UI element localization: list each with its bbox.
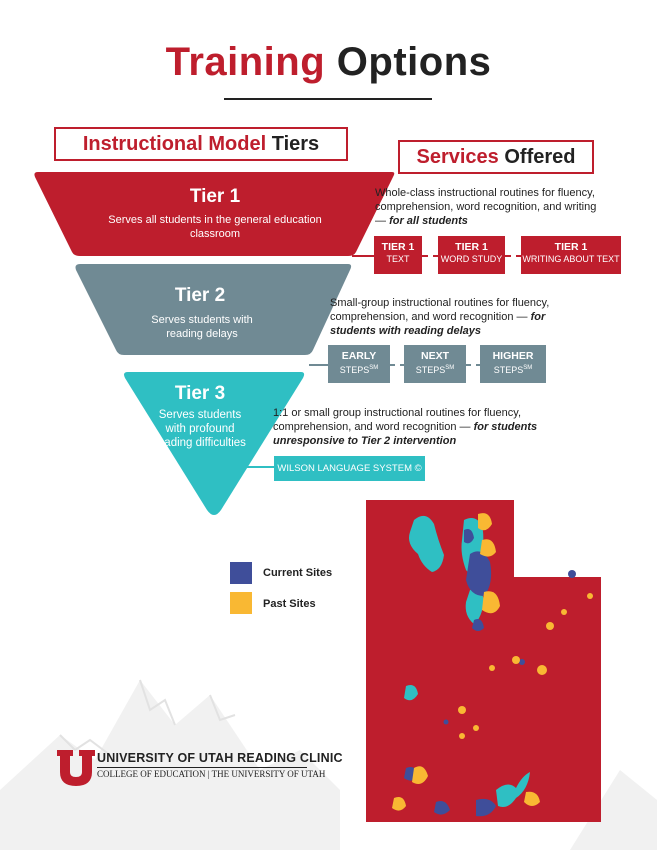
yellow-site	[473, 725, 479, 731]
service-box-sub: WORD STUDY	[440, 254, 503, 264]
service-box-sub: STEPS	[493, 365, 524, 375]
tier2-description: Serves students with reading delays	[151, 314, 253, 340]
yellow-site	[546, 622, 554, 630]
yellow-site	[587, 593, 593, 599]
yellow-region	[392, 797, 406, 811]
title-rest: Options	[336, 40, 492, 84]
legend-past-swatch	[230, 592, 252, 614]
legend-current-swatch	[230, 562, 252, 584]
navy-site	[568, 570, 576, 578]
tier1-word-study-box: TIER 1 WORD STUDY	[438, 236, 505, 274]
service-mark: SM	[523, 365, 533, 371]
yellow-site	[459, 733, 465, 739]
tier3-title: Tier 3	[174, 383, 226, 404]
yellow-region	[482, 591, 500, 614]
mountains-background	[0, 679, 657, 850]
service-box-sub: STEPS	[339, 365, 370, 375]
service-box-sub: TEXT	[386, 254, 410, 264]
navy-region	[476, 798, 496, 817]
navy-region	[464, 529, 474, 544]
tier2-band	[75, 264, 352, 355]
model-tiers-heading: Instructional Model Tiers	[54, 127, 348, 161]
service-box-sub: STEPS	[415, 365, 446, 375]
college-name: COLLEGE OF EDUCATION | THE UNIVERSITY OF…	[97, 769, 326, 779]
tier1-description: Serves all students in the general educa…	[108, 214, 322, 240]
services-offered-heading: Services Offered	[398, 140, 594, 174]
model-heading-rest: Tiers	[271, 133, 320, 155]
service-box-title: NEXT	[420, 350, 449, 362]
services-heading-rest: Offered	[504, 146, 576, 168]
tier3-desc-emphasis: for students unresponsive to Tier 2 inte…	[273, 421, 538, 447]
title-accent: Training	[165, 40, 326, 84]
service-box-title: EARLY	[341, 350, 377, 362]
page-title: Training Options	[0, 40, 657, 85]
yellow-region	[480, 539, 496, 557]
navy-site	[443, 719, 449, 725]
service-box-title: HIGHER	[492, 350, 534, 362]
yellow-site	[458, 706, 466, 714]
legend-current-label: Current Sites	[263, 567, 333, 579]
tier1-desc-emphasis: for all students	[389, 215, 468, 227]
connector-dash	[511, 255, 516, 257]
connector-dash	[428, 255, 433, 257]
teal-region	[496, 772, 530, 807]
service-mark: SM	[445, 365, 455, 371]
yellow-region	[524, 791, 540, 806]
tier3-desc-text: 1:1 or small group instructional routine…	[273, 407, 522, 433]
service-box-title: TIER 1	[455, 241, 488, 253]
tier2-title: Tier 2	[174, 285, 226, 306]
tier1-title: Tier 1	[189, 186, 241, 207]
logo-divider	[97, 767, 307, 768]
service-mark: SM	[369, 365, 379, 371]
yellow-region	[412, 766, 428, 784]
tier1-desc-text: Whole-class instructional routines for f…	[375, 187, 597, 227]
legend-past-label: Past Sites	[263, 598, 316, 610]
utah-state-shape	[366, 500, 601, 822]
service-box-sub: WRITING ABOUT TEXT	[522, 254, 620, 264]
tier2-desc-text: Small-group instructional routines for f…	[330, 297, 550, 323]
university-u-logo	[57, 750, 95, 786]
teal-region	[404, 685, 418, 701]
tier3-services-description: 1:1 or small group instructional routine…	[273, 406, 543, 448]
teal-region	[465, 588, 484, 624]
navy-site	[519, 659, 525, 665]
title-underline	[224, 98, 432, 100]
services-heading-accent: Services	[416, 146, 499, 168]
tier3-description: Serves students with profound reading di…	[154, 409, 246, 449]
yellow-region	[478, 513, 492, 531]
tier3-band	[124, 372, 305, 515]
yellow-site	[512, 656, 520, 664]
tier1-writing-box: TIER 1 WRITING ABOUT TEXT	[521, 236, 621, 274]
connector-dash	[471, 364, 476, 366]
teal-region	[409, 515, 444, 572]
tier-funnel	[34, 172, 395, 515]
navy-region	[472, 619, 484, 631]
higher-steps-box: HIGHER STEPSSM	[480, 345, 546, 383]
connector-dash	[395, 364, 400, 366]
early-steps-box: EARLY STEPSSM	[328, 345, 390, 383]
navy-region	[434, 801, 450, 815]
tier1-band	[34, 172, 395, 256]
service-box-title: TIER 1	[381, 241, 415, 253]
yellow-site	[537, 665, 547, 675]
navy-region	[466, 551, 492, 596]
clinic-name: UNIVERSITY OF UTAH READING CLINIC	[97, 751, 343, 765]
yellow-site	[489, 665, 495, 671]
model-heading-accent: Instructional Model	[82, 133, 267, 155]
tier1-text-box: TIER 1 TEXT	[374, 236, 422, 274]
tier1-services-description: Whole-class instructional routines for f…	[375, 186, 610, 228]
service-box-title: TIER 1	[554, 241, 588, 253]
tier2-services-description: Small-group instructional routines for f…	[330, 296, 580, 338]
wilson-language-box: WILSON LANGUAGE SYSTEM ©	[274, 456, 425, 481]
utah-sites-map	[366, 500, 601, 822]
next-steps-box: NEXT STEPSSM	[404, 345, 466, 383]
yellow-site	[561, 609, 567, 615]
tier2-desc-emphasis: for students with reading delays	[330, 311, 546, 337]
